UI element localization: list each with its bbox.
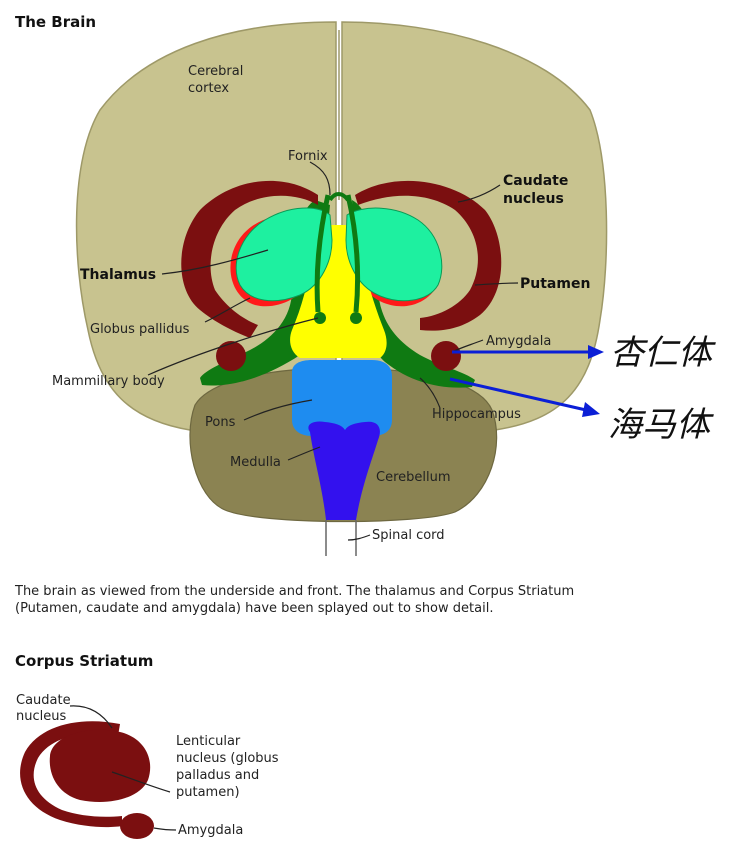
striatum-label-lenticular-2: nucleus (globus [176,751,279,766]
label-spinal-cord: Spinal cord [372,528,445,543]
arrow-amygdala-head [588,345,604,359]
pons [292,360,392,436]
label-caudate-nucleus-2: nucleus [503,191,564,207]
leader-medulla [287,446,321,461]
leader-globus-pallidus [204,297,251,323]
left-mammillary-body [314,312,326,324]
section-title-corpus-striatum: Corpus Striatum [15,652,153,670]
diagram-caption: The brain as viewed from the underside a… [15,584,575,616]
label-hippocampus: Hippocampus [432,407,521,422]
annotation-hippocampus-cn: 海马体 [608,405,714,445]
leader-spinal-cord [347,534,371,541]
striatum-amygdala [120,813,154,839]
fornix-arch [328,192,350,202]
leader-striatum-caudate [69,705,113,729]
striatum-label-amygdala: Amygdala [178,823,243,838]
leader-caudate [457,184,501,203]
label-medulla: Medulla [230,455,281,470]
striatum-label-lenticular-1: Lenticular [176,734,241,749]
striatum-label-lenticular-3: palladus and [176,768,259,783]
left-caudate-nucleus [181,180,318,338]
arrow-hippocampus-head [582,402,600,417]
leader-thalamus [161,249,269,275]
striatum-label-lenticular-4: putamen) [176,785,240,800]
label-thalamus: Thalamus [80,267,156,283]
striatum-lenticular-nucleus [49,729,151,802]
leader-putamen [474,282,519,286]
label-putamen: Putamen [520,276,590,292]
leader-striatum-lenticular [111,771,171,793]
leader-mammillary-body [147,317,319,376]
striatum-label-caudate-2: nucleus [16,709,66,724]
medulla [308,421,380,520]
label-mammillary-body: Mammillary body [52,374,165,389]
right-mammillary-body [350,312,362,324]
diagram-title: The Brain [15,13,96,31]
leader-striatum-amygdala [153,827,177,831]
label-globus-pallidus: Globus pallidus [90,322,190,337]
left-amygdala [216,341,246,371]
label-cerebellum: Cerebellum [376,470,451,485]
striatum-caudate-tail [20,721,123,828]
leader-pons [243,399,313,421]
right-caudate-nucleus [355,180,502,331]
striatum-label-caudate-1: Caudate [16,693,71,708]
leader-hippocampus [419,377,441,409]
label-cerebral-cortex-1: Cerebral [188,64,243,79]
left-fornix [314,194,331,313]
label-cerebral-cortex-2: cortex [188,81,229,96]
leader-fornix [309,161,331,196]
label-fornix: Fornix [288,149,328,164]
label-amygdala: Amygdala [486,334,551,349]
arrow-hippocampus-line [449,377,587,412]
right-fornix [345,194,361,313]
annotation-amygdala-cn: 杏仁体 [610,333,716,373]
right-amygdala [431,341,461,371]
label-pons: Pons [205,415,236,430]
label-caudate-nucleus-1: Caudate [503,173,568,189]
